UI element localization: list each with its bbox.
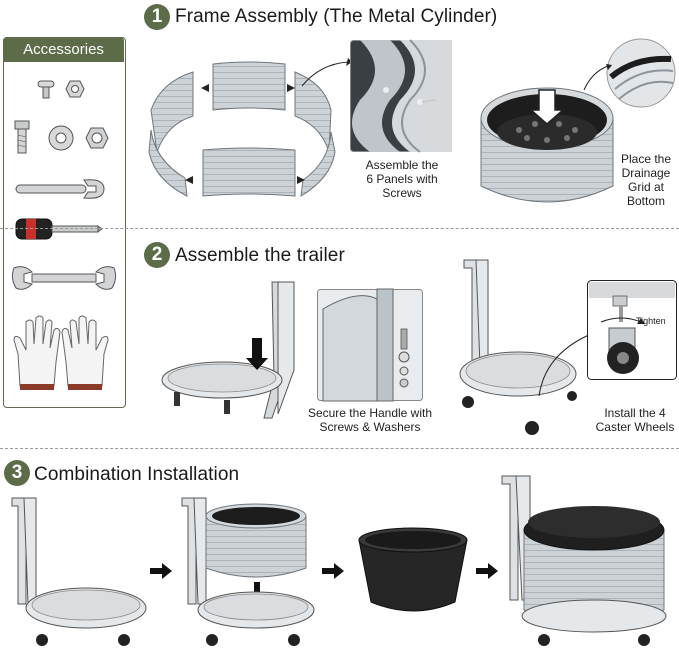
hex-nut-icon [85, 127, 109, 149]
accessories-title: Accessories [3, 37, 124, 62]
arrow-right-icon [150, 563, 172, 579]
step-3-title: Combination Installation [34, 464, 240, 485]
step-2-badge: 2 [144, 242, 170, 268]
open-end-wrench-icon [11, 266, 117, 290]
screw-icon [37, 80, 55, 99]
screw-detail-inset [350, 39, 452, 153]
cylinder-with-grid-illustration [480, 87, 614, 203]
caster-wheel-inset [587, 280, 677, 380]
pointer-line-to-detail [301, 58, 352, 87]
pointer-line-to-caster [538, 330, 595, 397]
step-3-badge: 3 [4, 460, 30, 486]
arrow-right-icon-2 [322, 563, 344, 579]
rim-detail-inset [606, 38, 676, 108]
gloves-icon [13, 315, 109, 390]
caption-tighten: Tighten [636, 316, 666, 326]
caption-assemble-panels: Assemble the 6 Panels with Screws [365, 158, 439, 200]
combo-cylinder-lowering-illustration [181, 497, 315, 646]
bolt-icon [14, 120, 30, 154]
divider-2 [0, 448, 679, 449]
trailer-wheels-illustration [459, 259, 577, 435]
caption-drainage-grid: Place the Drainage Grid at Bottom [620, 152, 672, 208]
pointer-line-to-rim [583, 64, 612, 91]
cylinder-panels-illustration [148, 61, 336, 197]
screwdriver-icon [15, 218, 103, 240]
nut-icon [65, 80, 85, 98]
arrow-right-icon-3 [476, 563, 498, 579]
step-1-title: Frame Assembly (The Metal Cylinder) [175, 6, 498, 27]
fabric-liner-illustration [358, 527, 468, 612]
combo-trailer-illustration [11, 497, 147, 646]
step-2-title: Assemble the trailer [175, 245, 345, 266]
caption-secure-handle: Secure the Handle with Screws & Washers [307, 406, 433, 434]
final-assembly-illustration [501, 475, 667, 646]
divider-1 [0, 228, 679, 229]
handle-screw-inset [317, 288, 423, 402]
wrench-icon [15, 179, 105, 199]
washer-icon [48, 125, 74, 151]
caption-caster-wheels: Install the 4 Caster Wheels [595, 406, 675, 434]
step-1-badge: 1 [144, 4, 170, 30]
trailer-handle-illustration [161, 281, 295, 419]
